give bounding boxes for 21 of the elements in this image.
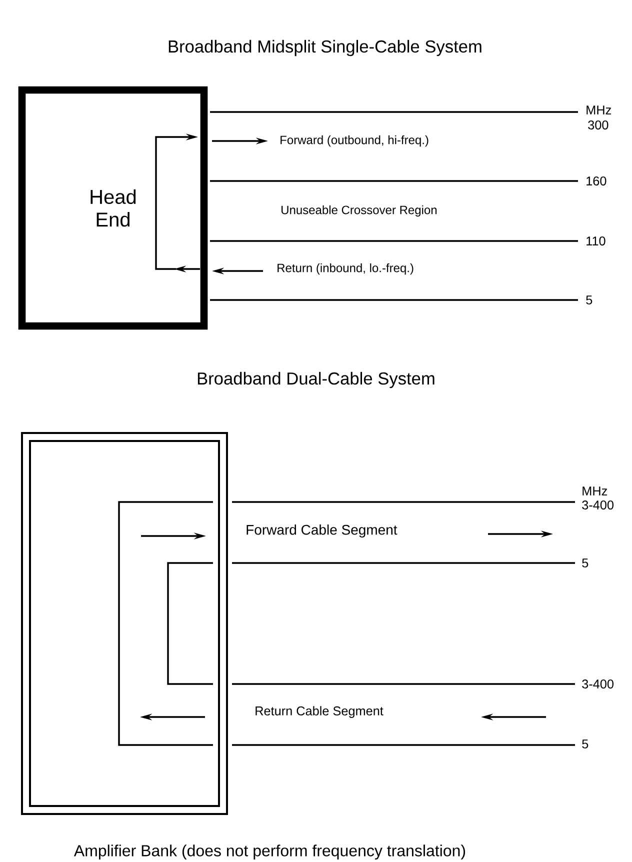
- box-caption: Amplifier Bank (does not perform frequency translation): [74, 844, 466, 860]
- band-label: Forward (outbound, hi-freq.): [280, 135, 428, 147]
- frequency-label: 5: [586, 296, 592, 304]
- frequency-label: 300: [588, 120, 608, 130]
- frequency-label: 5: [582, 558, 588, 568]
- heading: Broadband Dual-Cable System: [198, 372, 434, 388]
- head-end-label: Head End: [90, 189, 136, 227]
- heading: Broadband Midsplit Single-Cable System: [168, 40, 482, 56]
- segment-label: Forward Cable Segment: [246, 524, 398, 538]
- segment-label: Return Cable Segment: [256, 706, 384, 718]
- band-label: Return (inbound, lo.-freq.): [278, 263, 414, 275]
- amplifier-bank-box: [21, 432, 228, 815]
- frequency-label: 110: [586, 236, 606, 246]
- frequency-label: 5: [582, 740, 588, 748]
- unit-label: MHz: [586, 106, 611, 114]
- band-label: Unuseable Crossover Region: [282, 205, 437, 217]
- frequency-label: 160: [586, 176, 606, 186]
- head-end-box: [18, 86, 208, 330]
- frequency-label: 3-400: [582, 500, 614, 510]
- frequency-label: 3-400: [582, 680, 614, 688]
- unit-label: MHz: [582, 486, 607, 496]
